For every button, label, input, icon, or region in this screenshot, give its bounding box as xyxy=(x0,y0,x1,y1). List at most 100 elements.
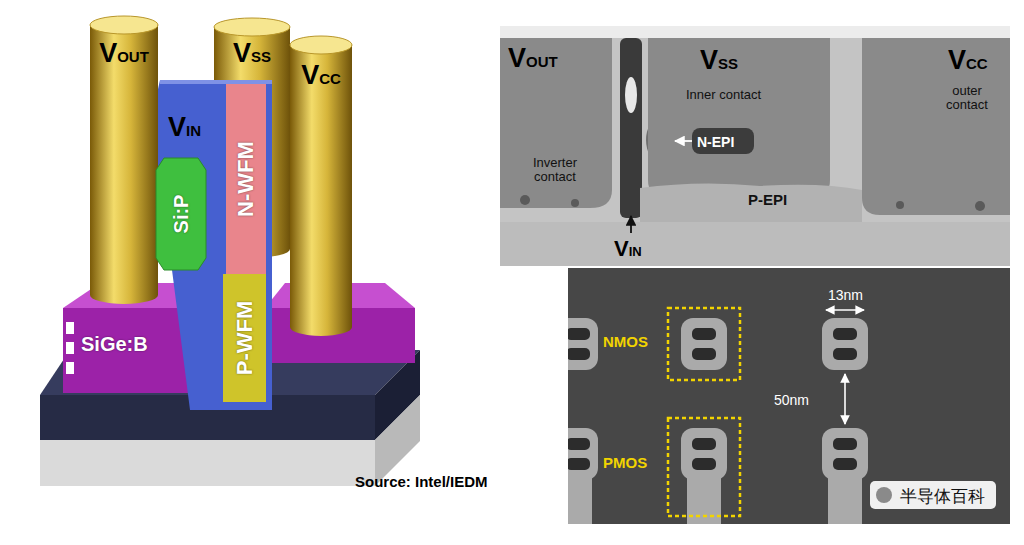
tem-nanosheets xyxy=(681,428,727,480)
tem-cross-section xyxy=(500,38,612,208)
text-holder: VIN xyxy=(168,114,201,141)
tem-nanosheets xyxy=(692,438,716,450)
tem-cross-section xyxy=(500,26,1010,266)
dimension: 13nm xyxy=(828,288,863,303)
part-label: outer contact xyxy=(936,84,998,111)
part-label: P-EPI xyxy=(748,192,787,208)
label-holder: VOUT xyxy=(508,44,558,72)
tem-cross-section xyxy=(630,216,632,233)
epi-source-drain: Si:P xyxy=(156,158,206,270)
tem-cross-section xyxy=(896,201,904,209)
epi-shape xyxy=(66,322,74,334)
tem-nanosheets xyxy=(668,418,740,516)
tem-cross-section xyxy=(625,77,637,113)
pillar-shape xyxy=(90,16,158,34)
terminal-label: VOUT xyxy=(508,44,558,72)
tem-cross-section xyxy=(620,38,642,218)
tem-cross-section xyxy=(571,199,579,207)
substrate xyxy=(375,395,420,486)
tem-nanosheets xyxy=(568,428,598,480)
watermark-patch xyxy=(870,481,996,509)
gate-shape xyxy=(160,80,272,84)
tem-nanosheets xyxy=(568,348,590,360)
tem-nanosheets xyxy=(692,348,716,360)
text-holder: SiGe:B xyxy=(81,334,148,354)
tem-nanosheets xyxy=(833,438,857,450)
node-label: VIN xyxy=(168,114,201,141)
epi-shape xyxy=(66,362,74,374)
tem-nanosheets xyxy=(681,318,727,370)
tem-nanosheets xyxy=(833,348,857,360)
pillar-shape xyxy=(290,36,352,54)
tem-nanosheets xyxy=(822,428,868,480)
tem-cross-section xyxy=(675,140,692,142)
part-label: Inverter contact xyxy=(518,156,592,183)
tem-nanosheets xyxy=(833,458,857,470)
tem-nanosheets xyxy=(568,476,592,524)
tem-cross-section xyxy=(640,183,862,225)
watermark-patch xyxy=(870,481,996,509)
tem-cross-section xyxy=(500,26,1010,38)
label-holder: Source: Intel/IEDM xyxy=(355,474,488,491)
label-holder: outer contact xyxy=(936,84,998,111)
tem-nanosheets xyxy=(692,458,716,470)
label-holder: 半导体百科 xyxy=(900,488,985,506)
work-function-metal: N-WFM xyxy=(226,84,266,274)
node-label: P-WFM xyxy=(234,301,256,376)
device-label: NMOS xyxy=(603,334,648,350)
label-holder: Inverter contact xyxy=(518,156,592,183)
tem-nanosheets xyxy=(568,458,590,470)
tem-nanosheets xyxy=(568,328,590,340)
source-note: Source: Intel/IEDM xyxy=(355,474,488,490)
node-label: N-WFM xyxy=(235,141,257,217)
tem-nanosheets xyxy=(568,328,857,470)
tem-cross-section xyxy=(648,38,830,195)
label-holder: VSS xyxy=(700,46,738,74)
contact-pillar: VCC xyxy=(290,36,352,336)
tem-nanosheets xyxy=(833,328,857,340)
metal-shape xyxy=(226,84,266,274)
pillar-shape xyxy=(90,25,158,304)
epi-shape xyxy=(156,158,206,270)
dimension: 50nm xyxy=(774,393,809,408)
text-holder: P-WFM xyxy=(234,301,256,376)
tem-cross-section xyxy=(975,201,985,211)
terminal-label: VSS xyxy=(700,46,738,74)
epi-shape xyxy=(265,308,415,363)
terminal-label: VIN xyxy=(614,237,642,260)
label-holder: NMOS xyxy=(603,334,648,351)
text-holder: VSS xyxy=(214,40,290,67)
terminal-label: VCC xyxy=(948,46,988,74)
part-label: N-EPI xyxy=(697,135,734,150)
label-holder: 50nm xyxy=(774,392,809,409)
text-holder: N-WFM xyxy=(235,141,257,217)
node-label: VOUT xyxy=(99,40,149,67)
work-function-metal: P-WFM xyxy=(223,274,266,402)
tem-nanosheets xyxy=(568,268,1010,524)
tem-nanosheets xyxy=(568,318,868,524)
node-label: Si:P xyxy=(171,195,191,234)
pillar-shape xyxy=(290,45,352,336)
device-label: PMOS xyxy=(603,455,647,471)
watermark-patch xyxy=(876,487,892,503)
text-holder: VOUT xyxy=(90,40,158,67)
label-holder: P-EPI xyxy=(748,192,787,209)
substrate xyxy=(40,440,375,486)
label-holder: N-EPI xyxy=(697,134,734,151)
node-label: VCC xyxy=(301,62,341,89)
epi-shape xyxy=(66,342,74,354)
label-holder: PMOS xyxy=(603,455,647,472)
tem-cross-section xyxy=(692,128,754,154)
tem-nanosheets xyxy=(822,318,868,370)
watermark: 半导体百科 xyxy=(900,488,985,506)
contact-pillar: VOUT xyxy=(90,16,158,304)
text-holder: Si:P xyxy=(171,195,191,234)
label-holder: VCC xyxy=(948,46,988,74)
node-label: SiGe:B xyxy=(81,334,148,354)
epi-shape xyxy=(63,308,240,393)
label-holder: 13nm xyxy=(828,287,863,304)
tem-nanosheets xyxy=(668,308,740,380)
label-holder: Inner contact xyxy=(686,86,761,103)
tem-nanosheets xyxy=(844,374,846,424)
